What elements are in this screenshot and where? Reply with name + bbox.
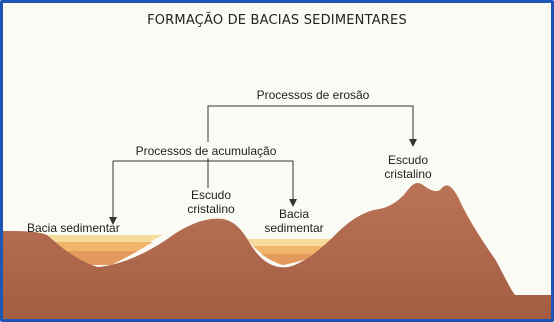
label-shield-right-line2: cristalino xyxy=(384,167,432,181)
label-basin-left: Bacia sedimentar xyxy=(27,221,120,235)
label-shield-center-line2: cristalino xyxy=(187,202,235,216)
diagram-title: FORMAÇÃO DE BACIAS SEDIMENTARES xyxy=(147,12,407,28)
label-basin-center-line2: sedimentar xyxy=(264,221,323,235)
label-shield-right-line1: Escudo xyxy=(388,153,428,167)
accumulation-arrows xyxy=(109,160,297,225)
label-shield-center-line1: Escudo xyxy=(191,188,231,202)
label-basin-center-line1: Bacia xyxy=(279,207,309,221)
label-accumulation: Processos de acumulação xyxy=(136,144,277,158)
sediment-layers-center xyxy=(247,239,338,265)
terrain-profile xyxy=(3,183,551,319)
diagram-canvas: FORMAÇÃO DE BACIAS SEDIMENTARES xyxy=(3,12,551,319)
sediment-layers-left xyxy=(45,235,163,265)
label-erosion: Processos de erosão xyxy=(257,88,370,102)
